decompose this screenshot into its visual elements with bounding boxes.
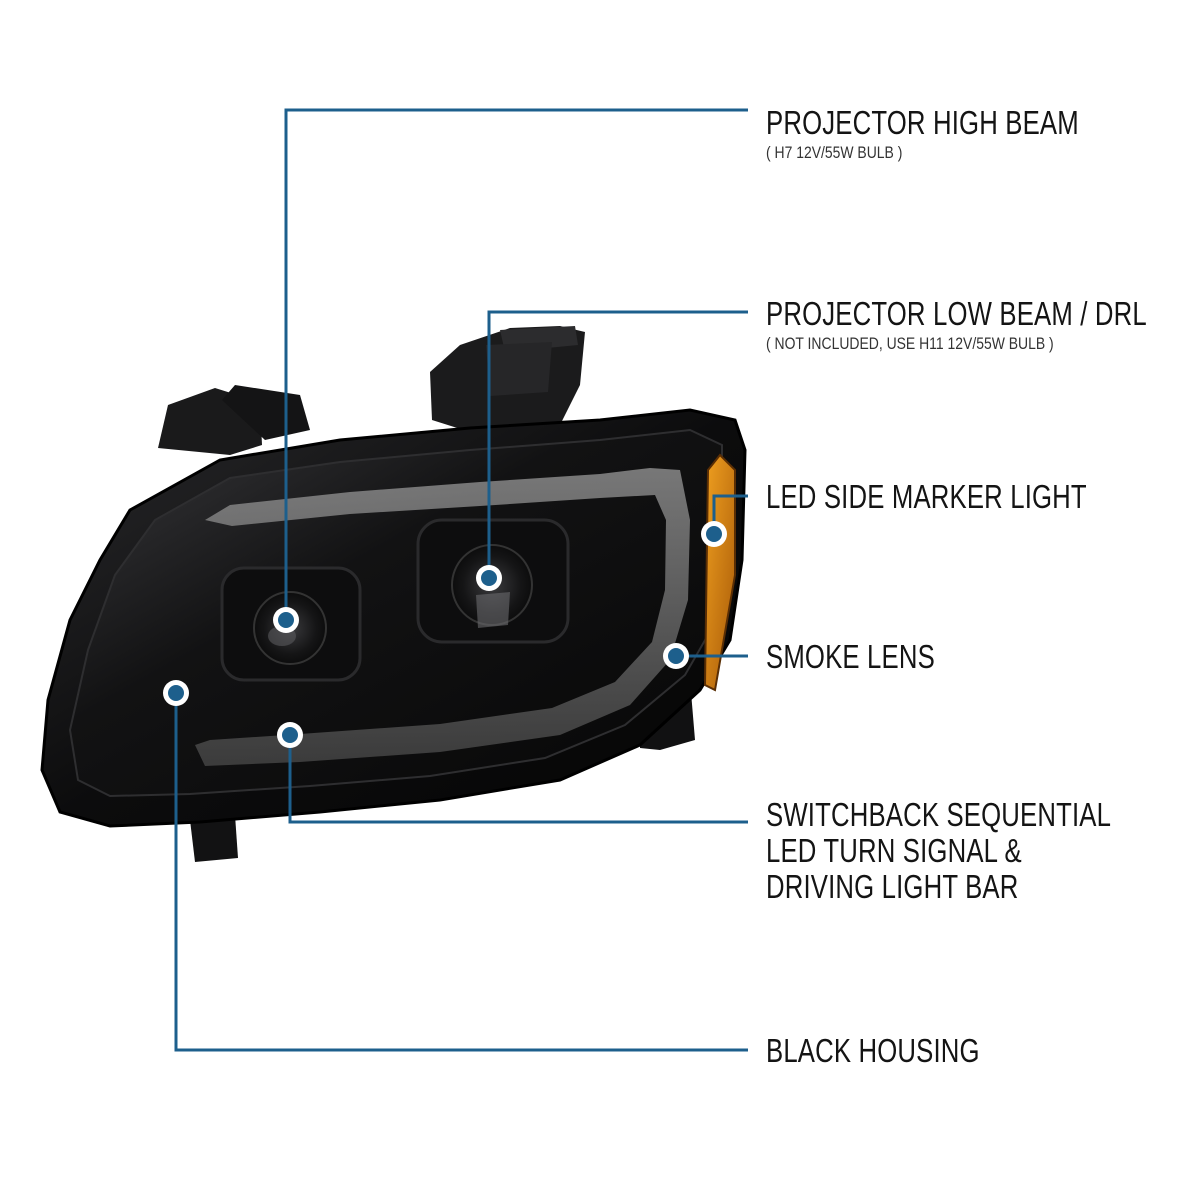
callout-side-marker: LED SIDE MARKER LIGHT (766, 479, 1177, 515)
callout-high-beam: PROJECTOR HIGH BEAM ( H7 12V/55W BULB ) (766, 105, 1167, 163)
callout-title: SMOKE LENS (766, 638, 935, 675)
callout-title: PROJECTOR HIGH BEAM (766, 104, 1079, 141)
mounting-brackets (158, 326, 695, 862)
callout-housing: BLACK HOUSING (766, 1033, 1040, 1069)
callout-lines (174, 108, 748, 1052)
callout-title: BLACK HOUSING (766, 1032, 980, 1069)
callout-dots (163, 521, 727, 748)
callout-subtitle: ( NOT INCLUDED, USE H11 12V/55W BULB ) (766, 334, 1054, 353)
callout-subtitle: ( H7 12V/55W BULB ) (766, 143, 903, 162)
callout-title: LED SIDE MARKER LIGHT (766, 478, 1087, 515)
callout-title-line-1: SWITCHBACK SEQUENTIAL (766, 796, 1112, 833)
callout-title-line-3: DRIVING LIGHT BAR (766, 868, 1019, 905)
callout-light-bar: SWITCHBACK SEQUENTIAL LED TURN SIGNAL & … (766, 797, 1200, 905)
callout-low-beam: PROJECTOR LOW BEAM / DRL ( NOT INCLUDED,… (766, 296, 1200, 354)
callout-smoke-lens: SMOKE LENS (766, 639, 983, 675)
callout-title: PROJECTOR LOW BEAM / DRL (766, 295, 1147, 332)
callout-title-line-2: LED TURN SIGNAL & (766, 832, 1022, 869)
